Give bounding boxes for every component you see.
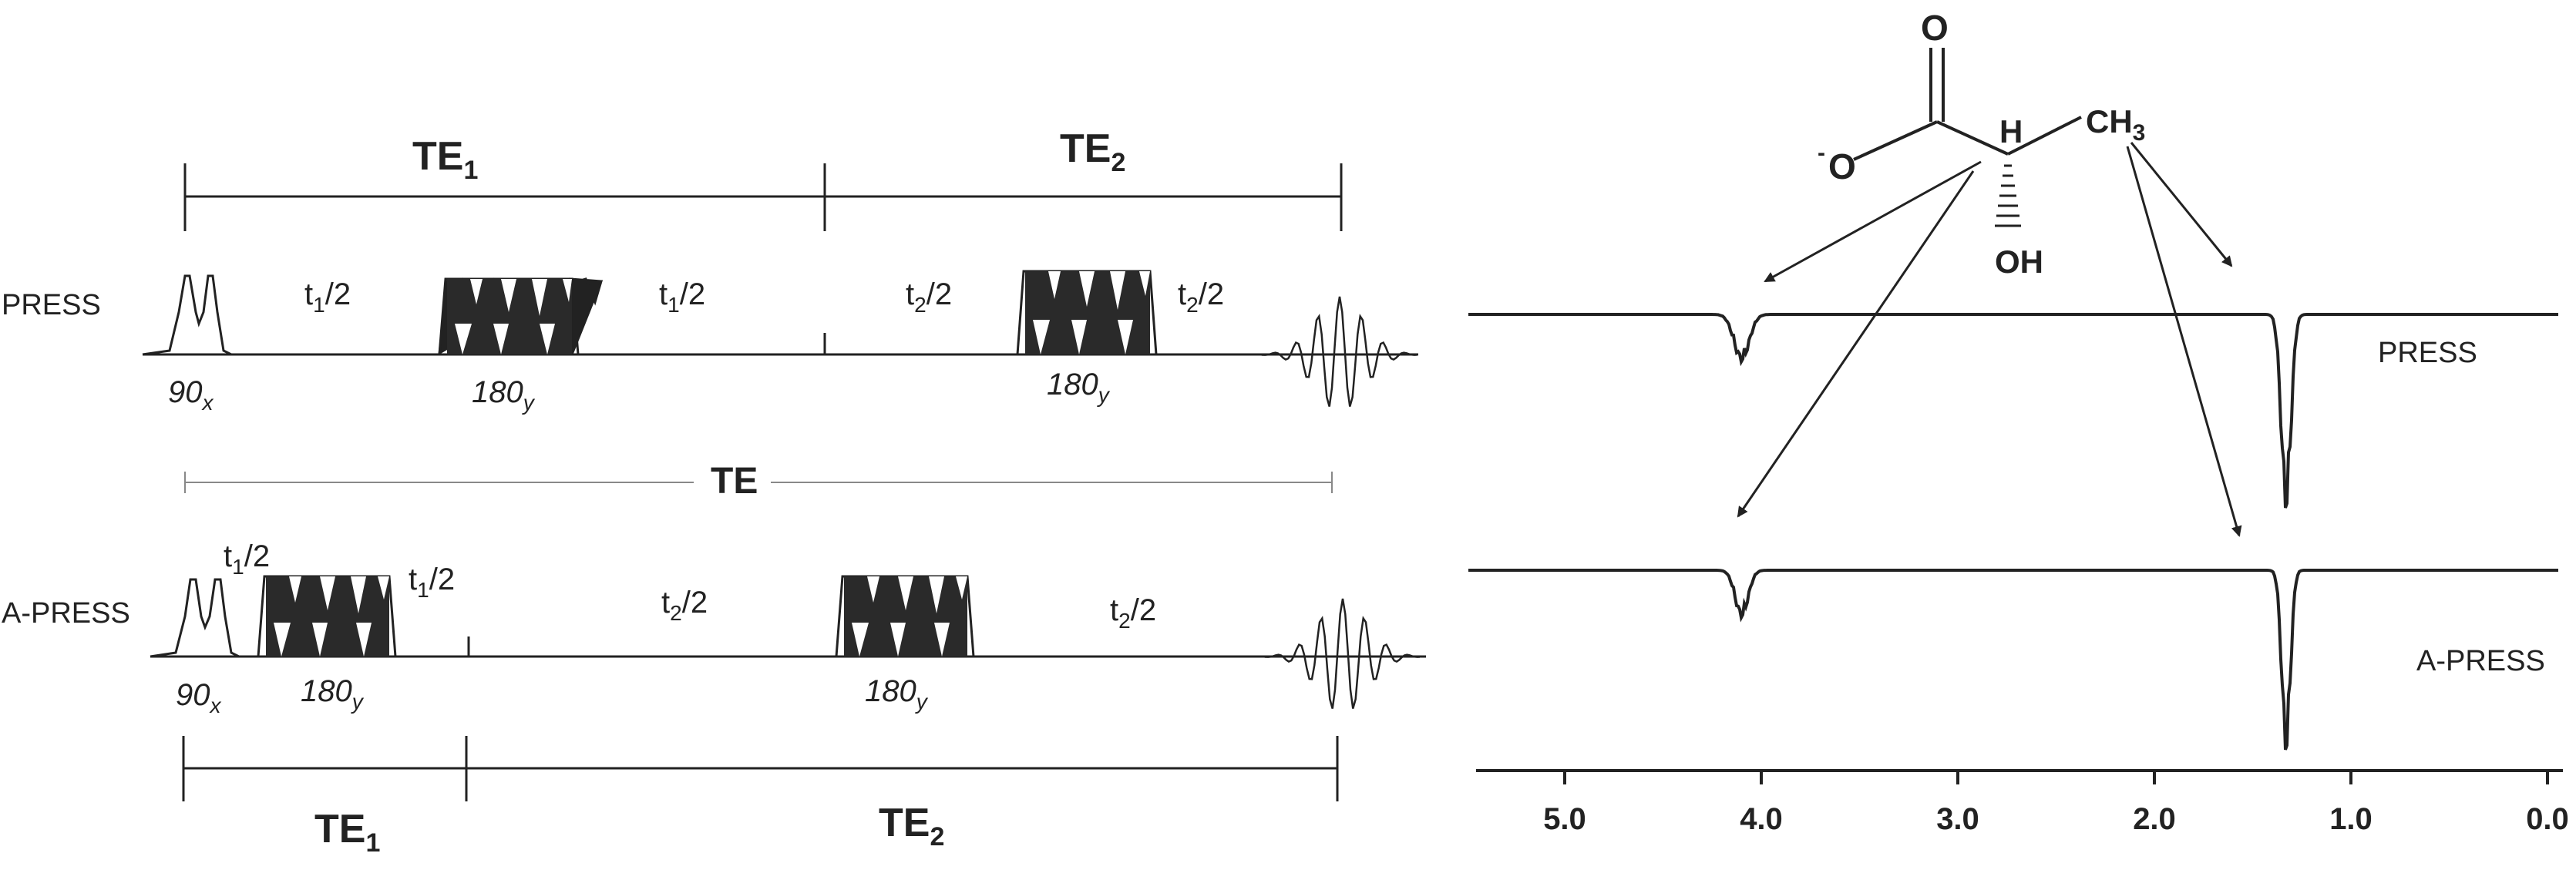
press-pulse-label-180-a: 180y [472,375,536,415]
apress-pulse-180-b-notches [852,576,967,657]
press-pulse-label-180-b: 180y [1047,368,1111,407]
press-pulse-180-b-notches [1033,271,1150,354]
apress-sequence: A-PRESS t1/2 t1/2 t2/2 t2/2 90x 180y 180… [2,539,1426,858]
press-interval-4: t2/2 [1178,277,1224,317]
press-row-label: PRESS [2,289,101,321]
spectra-panel: PRESS A-PRESS 5.0 4.0 3.0 2.0 1.0 0.0 [1468,313,2569,836]
press-spectrum-label: PRESS [2378,337,2477,369]
press-pulse-label-90: 90x [168,375,214,415]
te-label: TE [711,461,758,502]
arrow-h-to-press [1764,160,1982,283]
apress-pulse-label-180-b: 180y [865,674,929,714]
press-pulse-90 [142,274,232,356]
ppm-tick-label: 4.0 [1740,802,1783,836]
apress-te-bar [182,736,1339,801]
press-te1-label: TE1 [412,134,478,185]
apress-pulse-180-a-notches [274,576,389,657]
press-interval-1: t1/2 [304,277,351,317]
ppm-tick-label: 5.0 [1543,802,1586,836]
press-te-bar [183,163,1343,231]
ppm-axis-ticks: 5.0 4.0 3.0 2.0 1.0 0.0 [1543,771,2569,836]
apress-pulse-label-180-a: 180y [301,674,365,714]
apress-echo [1264,598,1421,709]
apress-interval-4: t2/2 [1110,593,1156,633]
ppm-tick-label: 3.0 [1936,802,1979,836]
ppm-tick-label: 2.0 [2133,802,2176,836]
press-interval-3: t2/2 [906,277,952,317]
arrow-ch3-to-press [2130,142,2233,267]
atom-o-charge: - [1818,140,1825,166]
press-interval-2: t1/2 [659,277,705,317]
lactate-structure: O - O H CH3 OH [1737,8,2242,537]
press-echo [1261,296,1417,407]
press-pulse-180-a-notches [455,279,572,354]
press-sequence: TE1 TE2 PRESS t1/2 t1/2 t2/2 t2/2 90x 18… [2,126,1418,415]
apress-te1-label: TE1 [314,807,380,858]
apress-pulse-90 [150,578,240,658]
atom-o-carboxylate: O [1828,146,1856,186]
stereo-hash-bond [1995,164,2021,227]
atom-o-carbonyl: O [1921,8,1949,48]
group-ch3: CH3 [2086,103,2145,146]
arrow-h-to-apress [1737,170,1975,518]
atom-h: H [1999,113,2023,149]
apress-interval-1: t1/2 [224,539,270,579]
press-spectrum [1468,313,2558,509]
apress-pulse-label-90: 90x [176,678,222,717]
apress-spectrum-label: A-PRESS [2416,645,2545,677]
ppm-tick-label: 1.0 [2329,802,2373,836]
group-oh: OH [1995,244,2043,280]
apress-te2-label: TE2 [879,801,944,851]
apress-interval-3: t2/2 [661,586,708,625]
press-te2-label: TE2 [1060,126,1125,177]
arrow-ch3-to-apress [2126,146,2242,537]
te-guide: TE [184,461,1333,502]
ppm-tick-label: 0.0 [2526,802,2569,836]
apress-interval-2: t1/2 [409,563,455,602]
apress-spectrum [1468,569,2558,751]
apress-row-label: A-PRESS [2,597,130,630]
